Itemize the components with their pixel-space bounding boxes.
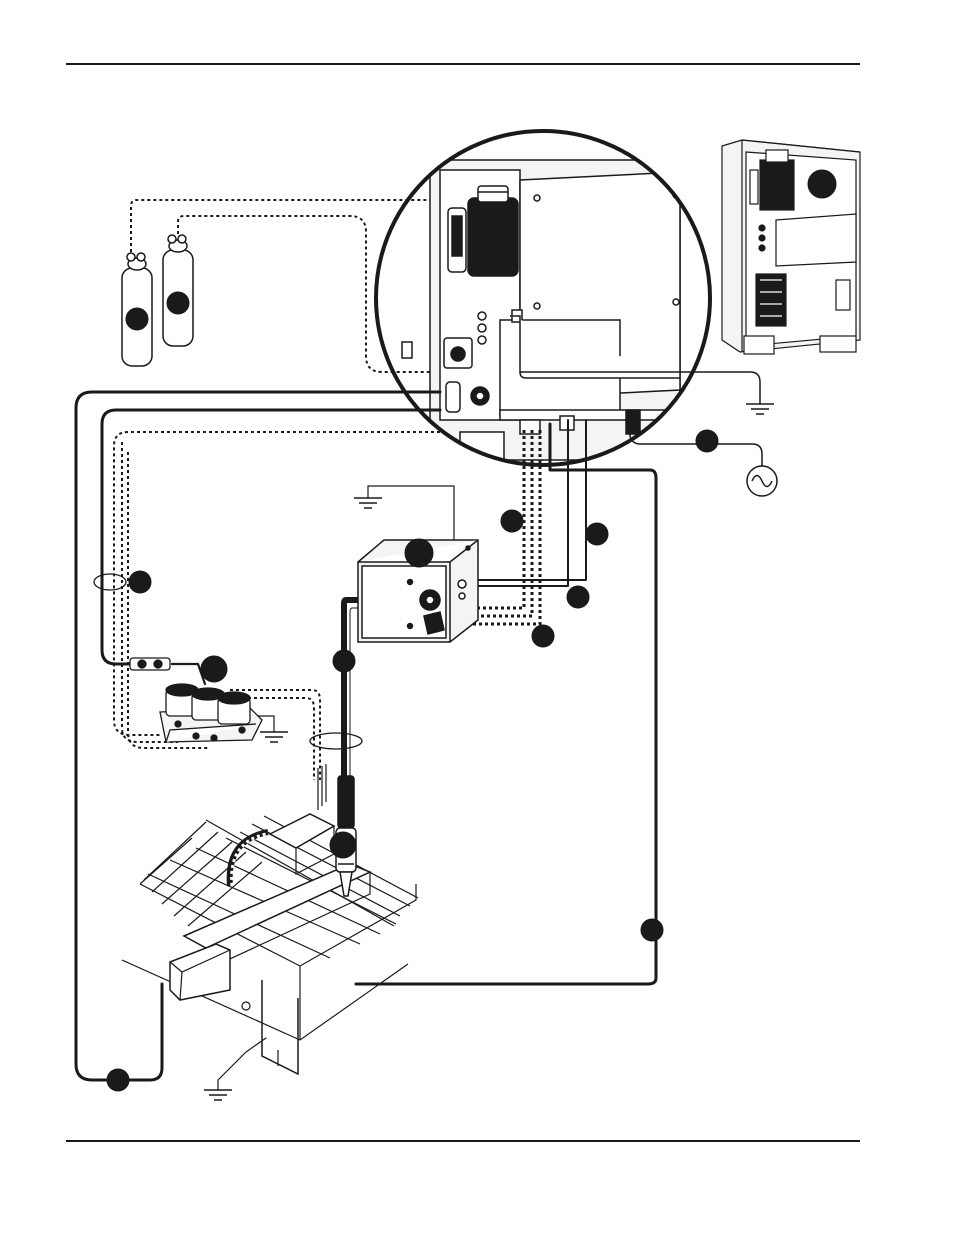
- callout-marker: [329, 831, 357, 859]
- callout-marker: [531, 624, 555, 648]
- callout-marker: [640, 918, 664, 942]
- callout-marker: [125, 307, 149, 331]
- cutting-table: [121, 813, 419, 1076]
- gas-valve-manifold: [129, 657, 263, 743]
- callout-markers: [106, 169, 837, 1092]
- ac-power-icon: [746, 465, 778, 497]
- callout-marker: [807, 169, 837, 199]
- gas-cylinder-right: [162, 234, 194, 347]
- callout-marker: [200, 655, 228, 683]
- ground-icon: [354, 497, 382, 509]
- ground-icon: [260, 731, 288, 743]
- callout-marker: [106, 1068, 130, 1092]
- callout-marker: [500, 509, 524, 533]
- ground-icon: [746, 403, 774, 415]
- ground-symbols: [204, 403, 774, 1101]
- callout-marker: [585, 522, 609, 546]
- cables: [74, 371, 763, 1091]
- power-supply-zoom: [374, 129, 712, 467]
- ground-icon: [204, 1089, 232, 1101]
- callout-marker: [166, 291, 190, 315]
- callout-marker: [695, 429, 719, 453]
- solenoid-valve: [191, 687, 225, 721]
- callout-marker: [566, 585, 590, 609]
- solenoid-valve: [165, 683, 199, 717]
- callout-marker: [128, 570, 152, 594]
- solenoid-valve: [217, 691, 251, 725]
- callout-marker: [332, 649, 356, 673]
- ignition-console: [357, 539, 479, 643]
- power-supply-detail-inset: [721, 139, 861, 355]
- bundle-markers: [93, 573, 363, 750]
- top-rule: [66, 63, 860, 65]
- bottom-rule: [66, 1140, 860, 1142]
- callout-marker: [404, 538, 434, 568]
